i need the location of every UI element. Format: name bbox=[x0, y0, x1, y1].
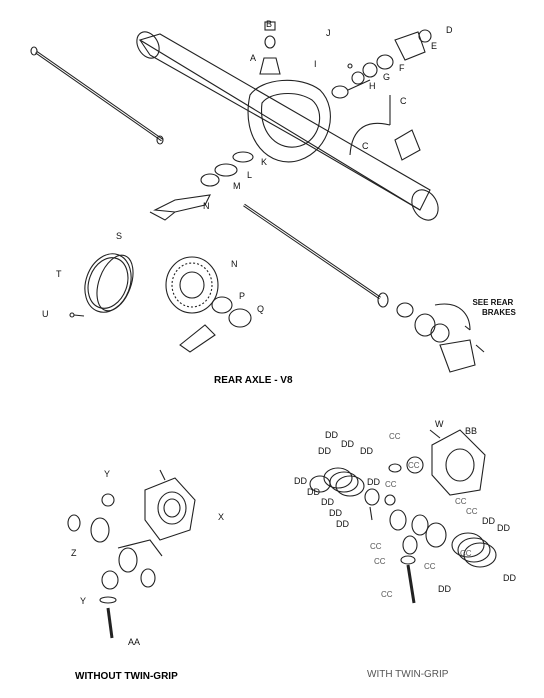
callout-s: S bbox=[116, 231, 123, 241]
callout-f: F bbox=[399, 63, 405, 73]
callout-t: T bbox=[56, 269, 62, 279]
callout-w: W bbox=[435, 419, 444, 429]
axle-housing bbox=[136, 31, 439, 221]
callout-aa: AA bbox=[128, 637, 141, 647]
caption-without-twin-grip: WITHOUT TWIN-GRIP bbox=[75, 671, 178, 682]
callout-dd-3: DD bbox=[318, 446, 331, 456]
callout-h: H bbox=[369, 81, 376, 91]
callout-d: D bbox=[446, 25, 453, 35]
callout-a: A bbox=[250, 53, 257, 63]
callout-l: L bbox=[247, 170, 253, 180]
callout-y-lower: Y bbox=[80, 596, 87, 606]
callout-dd-10: DD bbox=[336, 519, 349, 529]
callout-dd-11: DD bbox=[482, 516, 495, 526]
twin-grip-differential bbox=[309, 429, 497, 604]
note-line-1: SEE REAR bbox=[472, 298, 514, 307]
callout-dd-14: DD bbox=[438, 584, 451, 594]
vent-parts bbox=[259, 21, 281, 75]
callout-cc-4: CC bbox=[466, 507, 478, 516]
brake-line bbox=[349, 95, 421, 161]
right-end-parts bbox=[396, 302, 485, 373]
callout-j: J bbox=[326, 28, 331, 38]
callout-n-pinion: N bbox=[203, 201, 210, 211]
callout-cc-1: CC bbox=[389, 432, 401, 441]
callout-dd-5: DD bbox=[294, 476, 307, 486]
callout-dd-13: DD bbox=[503, 573, 516, 583]
callout-cc-6: CC bbox=[370, 542, 382, 551]
callout-c-lower: C bbox=[362, 141, 369, 151]
callout-cc-8: CC bbox=[424, 562, 436, 571]
callout-b: B bbox=[266, 19, 273, 29]
callout-cc-9: CC bbox=[460, 549, 472, 558]
pinion-parts bbox=[149, 151, 254, 221]
yoke-group bbox=[347, 29, 432, 85]
callout-c-upper: C bbox=[400, 96, 407, 106]
callout-e: E bbox=[431, 41, 438, 51]
callout-k: K bbox=[261, 157, 268, 167]
callout-dd-4: DD bbox=[360, 446, 373, 456]
callout-dd-1: DD bbox=[325, 430, 338, 440]
callout-x: X bbox=[218, 512, 225, 522]
callout-z: Z bbox=[71, 548, 77, 558]
note-line-2: BRAKES bbox=[482, 308, 516, 317]
callout-i: I bbox=[314, 59, 317, 69]
callout-cc-10: CC bbox=[381, 590, 393, 599]
callout-bb: BB bbox=[465, 426, 478, 436]
callout-dd-12: DD bbox=[497, 523, 510, 533]
callout-m: M bbox=[233, 181, 241, 191]
callout-cc-5: CC bbox=[385, 480, 397, 489]
callout-p: P bbox=[239, 291, 246, 301]
open-differential bbox=[67, 469, 196, 639]
ring-gear-group bbox=[165, 256, 252, 353]
callout-cc-3: CC bbox=[455, 497, 467, 506]
see-rear-brakes-note: SEE REAR BRAKES bbox=[470, 298, 516, 318]
callout-cc-2: CC bbox=[408, 461, 420, 470]
callout-dd-8: DD bbox=[321, 497, 334, 507]
right-axle-shaft bbox=[243, 203, 389, 308]
callout-u: U bbox=[42, 309, 49, 319]
callout-dd-2: DD bbox=[341, 439, 354, 449]
callout-g: G bbox=[383, 72, 391, 82]
cover-group bbox=[69, 253, 134, 318]
left-axle-shaft bbox=[30, 46, 164, 145]
callout-q: Q bbox=[257, 304, 265, 314]
callout-dd-6: DD bbox=[307, 487, 320, 497]
callout-dd-9: DD bbox=[329, 508, 342, 518]
callout-n-ring-gear: N bbox=[231, 259, 238, 269]
callout-cc-7: CC bbox=[374, 557, 386, 566]
callout-y-upper: Y bbox=[104, 469, 111, 479]
caption-with-twin-grip: WITH TWIN-GRIP bbox=[367, 669, 449, 680]
caption-rear-axle: REAR AXLE - V8 bbox=[214, 375, 293, 386]
callout-dd-7: DD bbox=[367, 477, 380, 487]
